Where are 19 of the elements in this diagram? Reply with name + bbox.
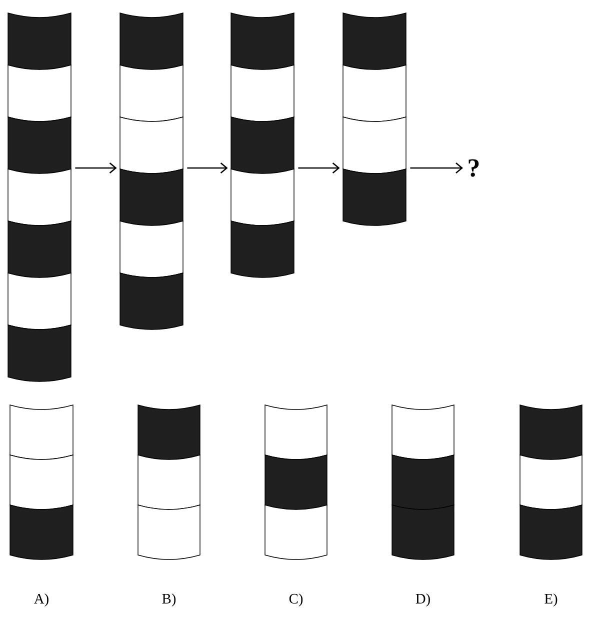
arrow [410, 162, 464, 174]
striped-column [230, 12, 294, 278]
arrow [187, 162, 228, 174]
striped-column [120, 12, 184, 330]
option-label: B) [162, 593, 176, 607]
arrow [298, 162, 340, 174]
striped-column [10, 404, 74, 560]
option-label: C) [289, 593, 303, 607]
striped-column [264, 404, 328, 560]
question-mark: ? [468, 159, 479, 177]
striped-column [392, 404, 454, 560]
striped-column [342, 12, 406, 226]
option-label: E) [544, 593, 558, 607]
striped-column [138, 404, 200, 560]
option-label: A) [34, 593, 48, 607]
striped-column [8, 12, 72, 382]
option-label: D) [416, 593, 430, 607]
arrow [75, 162, 117, 174]
striped-column [520, 404, 582, 560]
